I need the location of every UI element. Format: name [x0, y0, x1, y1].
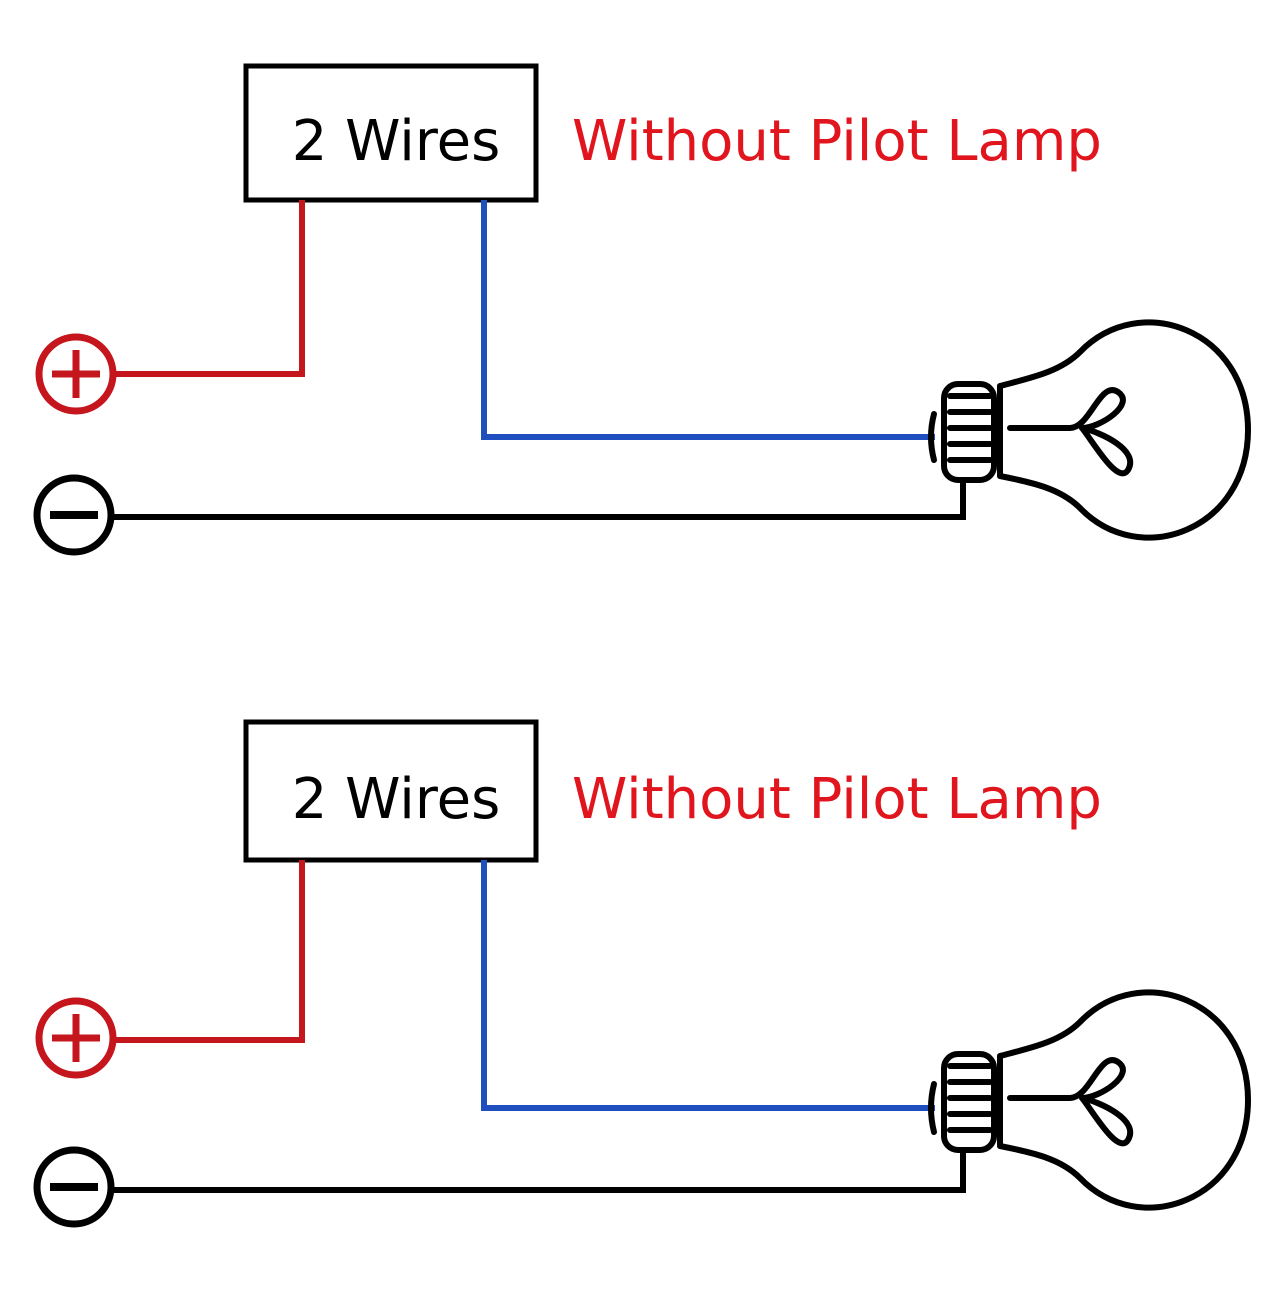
wiring-diagram-1-graphic: 2 Wires Without Pilot Lamp [33, 63, 1251, 556]
switched-wire [481, 860, 935, 1111]
wiring-diagram-2: 2 Wires Without Pilot Lamp [0, 660, 1280, 1300]
wiring-diagram-2-graphic: 2 Wires Without Pilot Lamp [33, 719, 1251, 1228]
switch-box [243, 719, 539, 863]
negative-wire [112, 470, 966, 520]
negative-terminal-icon [33, 1146, 115, 1228]
switch-box-label: 2 Wires [292, 109, 501, 174]
positive-terminal-icon [35, 997, 117, 1079]
negative-wire [112, 1140, 966, 1193]
switch-box [243, 63, 539, 203]
diagram-title: Without Pilot Lamp [572, 767, 1102, 832]
light-bulb-icon [928, 319, 1251, 541]
wiring-diagram-1: 2 Wires Without Pilot Lamp [0, 0, 1280, 640]
negative-terminal-icon [33, 474, 115, 556]
diagram-title: Without Pilot Lamp [572, 109, 1102, 174]
positive-wire [116, 200, 305, 377]
switch-box-label: 2 Wires [292, 767, 501, 832]
positive-terminal-icon [35, 333, 117, 415]
positive-wire [116, 860, 305, 1043]
light-bulb-icon [928, 989, 1251, 1211]
switched-wire [481, 200, 935, 440]
